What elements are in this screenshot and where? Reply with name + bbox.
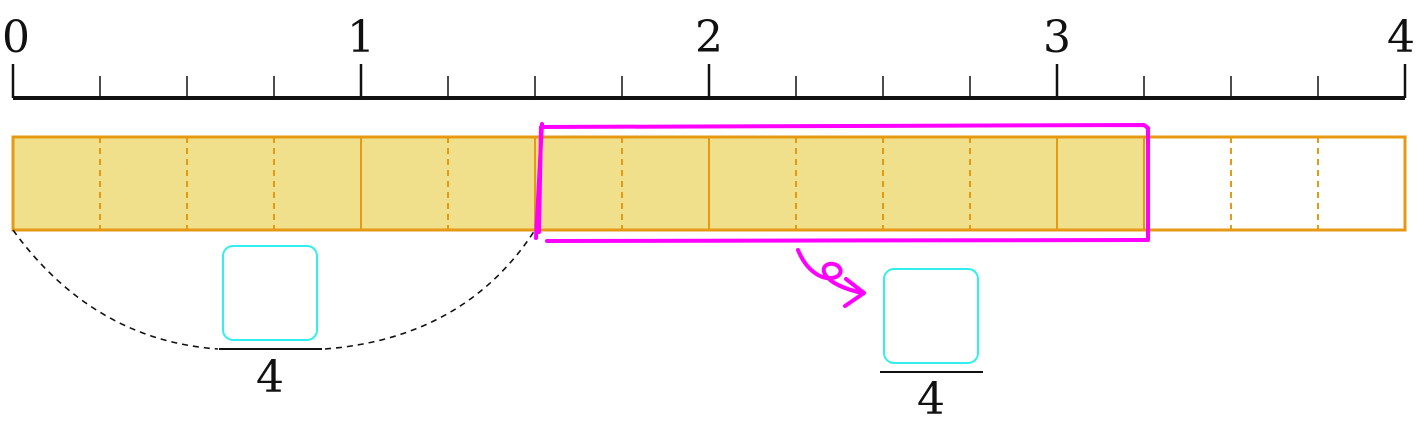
numerator-answer-box[interactable] [222, 245, 318, 341]
brace-left-arc [12, 229, 219, 350]
shaded-part [709, 137, 796, 230]
highlight-outline [534, 122, 1150, 243]
fraction-left: 4 [219, 245, 322, 403]
left-brace-arc [12, 229, 536, 350]
shaded-part [187, 137, 274, 230]
tick-label-3: 3 [1043, 12, 1071, 63]
shaded-part [883, 137, 970, 230]
fraction-bar [11, 135, 1407, 232]
curly-arrow [796, 248, 866, 308]
numerator-answer-box[interactable] [883, 268, 979, 364]
shaded-part [535, 137, 622, 230]
shaded-part [13, 137, 100, 230]
arrow-head-icon [843, 277, 866, 308]
tick-label-4: 4 [1387, 12, 1415, 63]
shaded-part [622, 137, 709, 230]
bar-outline [11, 135, 1407, 232]
shaded-part [100, 137, 187, 230]
denominator: 4 [256, 352, 284, 403]
brace-right-arc [324, 229, 536, 350]
shaded-part [970, 137, 1057, 230]
denominator: 4 [917, 374, 945, 425]
highlight-rectangle [534, 122, 1150, 243]
tick-label-1: 1 [347, 12, 375, 63]
curly-arrow-path [796, 248, 864, 295]
tick-label-2: 2 [695, 12, 723, 63]
tick-label-0: 0 [2, 12, 30, 63]
shaded-part [361, 137, 448, 230]
shaded-part [796, 137, 883, 230]
shaded-part [1057, 137, 1144, 230]
shaded-part [448, 137, 535, 230]
fraction-right: 4 [880, 268, 983, 425]
shaded-part [274, 137, 361, 230]
number-line: 0 1 2 3 4 [2, 12, 1415, 100]
